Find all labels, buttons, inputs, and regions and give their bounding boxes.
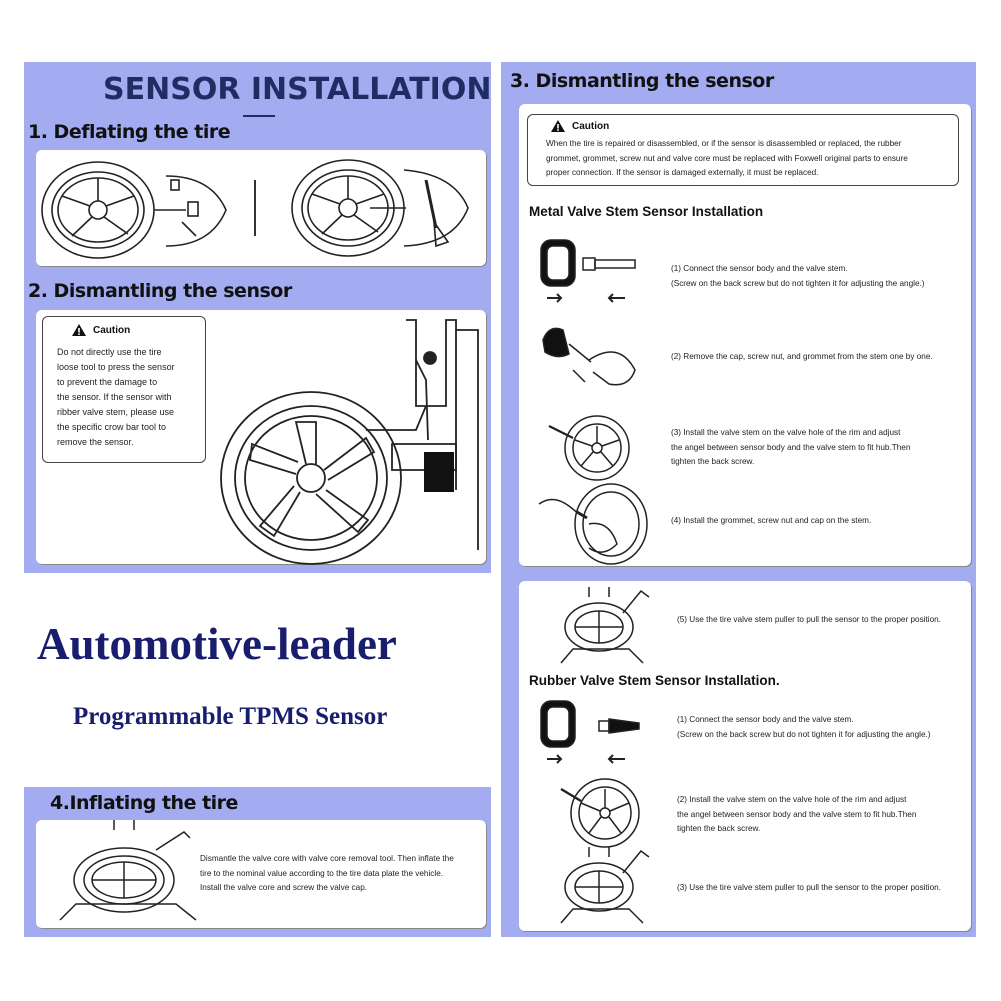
step-divider [254, 180, 256, 236]
deflating-illustration-left [41, 161, 227, 259]
step-line: tighten the back screw. [671, 457, 755, 466]
caution-line: the specific crow bar tool to [57, 422, 167, 432]
caution-line: When the tire is repaired or disassemble… [546, 139, 902, 148]
metal-step-4: (4) Install the grommet, screw nut and c… [671, 514, 971, 529]
caution-line: the sensor. If the sensor with [57, 392, 172, 402]
step-line: (Screw on the back screw but do not tigh… [671, 278, 925, 288]
rubber-step-1: (1) Connect the sensor body and the valv… [677, 713, 967, 742]
dismantling-card: Caution Do not directly use the tire loo… [36, 310, 486, 565]
step-line: (1) Connect the sensor body and the valv… [677, 715, 854, 724]
step-line: the angel between sensor body and the va… [677, 809, 917, 819]
section-title-dismantling-3: 3. Dismantling the sensor [510, 70, 774, 92]
step-line: (2) Remove the cap, screw nut, and gromm… [671, 352, 933, 361]
step-line: (5) Use the tire valve stem puller to pu… [677, 615, 941, 624]
metal-valve-heading: Metal Valve Stem Sensor Installation [529, 204, 764, 219]
rubber-valve-card: (5) Use the tire valve stem puller to pu… [519, 581, 971, 931]
sensor-valve-connect-icon [540, 239, 636, 303]
warning-icon [551, 120, 565, 132]
caution-label: Caution [572, 120, 610, 132]
rubber-valve-heading: Rubber Valve Stem Sensor Installation. [529, 673, 780, 688]
caution-label: Caution [93, 324, 131, 336]
rubber-step-2: (2) Install the valve stem on the valve … [677, 793, 967, 837]
inflating-line: Install the valve core and screw the val… [200, 883, 368, 892]
brand-name: Automotive-leader [37, 619, 397, 669]
deflating-illustration-right [291, 159, 469, 257]
rubber-rim-install-icon [560, 778, 640, 848]
metal-step-5: (5) Use the tire valve stem puller to pu… [677, 613, 967, 628]
rubber-stem-puller-icon [560, 847, 650, 924]
section-title-deflating: 1. Deflating the tire [28, 121, 231, 143]
caution-box-dismantling-3: Caution When the tire is repaired or dis… [527, 114, 959, 186]
title-underline [243, 115, 275, 117]
inflating-line: tire to the nominal value according to t… [200, 868, 444, 878]
caution-line: proper connection. If the sensor is dama… [546, 168, 819, 177]
caution-line: remove the sensor. [57, 437, 134, 447]
metal-step-1: (1) Connect the sensor body and the valv… [671, 262, 971, 291]
step-line: (1) Connect the sensor body and the valv… [671, 264, 848, 273]
rubber-step-3: (3) Use the tire valve stem puller to pu… [677, 881, 967, 896]
rubber-sensor-connect-icon [540, 700, 640, 764]
step-line: (3) Use the tire valve stem puller to pu… [677, 883, 941, 892]
caution-line: to prevent the damage to [57, 377, 158, 387]
caution-text-dismantling-3: When the tire is repaired or disassemble… [546, 137, 956, 181]
step-line: (Screw on the back screw but do not tigh… [677, 729, 931, 739]
caution-text-dismantling: Do not directly use the tire loose tool … [57, 345, 207, 450]
section-title-inflating: 4.Inflating the tire [50, 792, 238, 814]
step-line: (2) Install the valve stem on the valve … [677, 795, 907, 804]
caution-line: loose tool to press the sensor [57, 362, 175, 372]
page-title: SENSOR INSTALLATION [103, 72, 492, 107]
grommet-install-icon [538, 483, 648, 565]
metal-valve-card: Caution When the tire is repaired or dis… [519, 104, 971, 566]
inflating-illustration [59, 820, 197, 921]
tire-changer-illustration [220, 319, 479, 565]
caution-line: Do not directly use the tire [57, 347, 162, 357]
brand-product: Programmable TPMS Sensor [73, 703, 388, 730]
stem-puller-icon [560, 587, 650, 664]
rim-install-icon [548, 415, 630, 481]
step-line: (3) Install the valve stem on the valve … [671, 428, 901, 437]
caution-box-dismantling: Caution Do not directly use the tire loo… [42, 316, 206, 463]
warning-icon [72, 324, 86, 336]
caution-line: ribber valve stem, please use [57, 407, 175, 417]
inflating-line: Dismantle the valve core with valve core… [200, 854, 454, 863]
step-line: (4) Install the grommet, screw nut and c… [671, 516, 872, 525]
step-line: tighten the back screw. [677, 824, 761, 833]
caution-line: grommet, grommet, screw nut and valve co… [546, 153, 908, 163]
inflating-text: Dismantle the valve core with valve core… [200, 852, 480, 896]
inflating-card: Dismantle the valve core with valve core… [36, 820, 486, 928]
remove-cap-icon [542, 327, 636, 386]
caution-header: Caution [550, 119, 609, 133]
section-title-dismantling: 2. Dismantling the sensor [28, 280, 292, 302]
step-line: the angel between sensor body and the va… [671, 442, 911, 452]
deflating-card [36, 150, 486, 266]
caution-header: Caution [71, 323, 130, 337]
metal-step-2: (2) Remove the cap, screw nut, and gromm… [671, 350, 971, 365]
metal-step-3: (3) Install the valve stem on the valve … [671, 426, 971, 470]
